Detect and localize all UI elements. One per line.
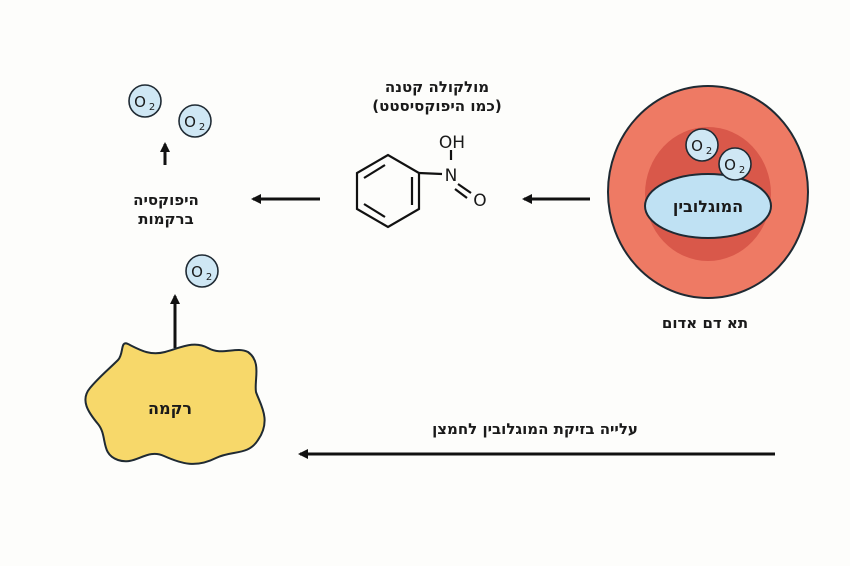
tissue-blob: רקמה [84, 342, 266, 465]
oxygen-molecule-3: O 2 [185, 254, 219, 288]
svg-text:2: 2 [206, 272, 212, 283]
small-molecule-title-line2: (כמו היפוקסיסטט) [372, 97, 501, 115]
hypoxia-label-line1: היפוקסיה [133, 191, 199, 209]
oh-label: OH [439, 133, 465, 153]
rbc-label: תא דם אדום [662, 314, 748, 332]
svg-text:2: 2 [706, 146, 712, 157]
chemical-structure [355, 150, 472, 229]
n-label: N [445, 166, 458, 186]
hemoglobin-label: המוגלובין [673, 197, 743, 216]
small-molecule-title-line1: מולקולה קטנה [385, 78, 489, 96]
oxygen-molecule-2: O 2 [178, 104, 212, 138]
svg-text:2: 2 [739, 165, 745, 176]
hypoxia-label-line2: ברקמות [138, 210, 193, 228]
tissue-label: רקמה [148, 399, 192, 418]
svg-text:O: O [184, 113, 196, 131]
red-blood-cell: המוגלובין [607, 85, 809, 299]
svg-text:2: 2 [199, 122, 205, 133]
hemoglobin [644, 173, 772, 239]
oxygen-molecule-5: O 2 [718, 147, 752, 181]
svg-text:O: O [191, 263, 203, 281]
svg-text:O: O [724, 156, 736, 174]
affinity-label: עלייה בזיקת המוגלובין לחמצן [432, 420, 638, 438]
o-label: O [473, 191, 486, 211]
oxygen-molecule-4: O 2 [685, 128, 719, 162]
svg-text:O: O [134, 93, 146, 111]
svg-text:O: O [691, 137, 703, 155]
oxygen-molecule-1: O 2 [128, 84, 162, 118]
svg-text:2: 2 [149, 102, 155, 113]
